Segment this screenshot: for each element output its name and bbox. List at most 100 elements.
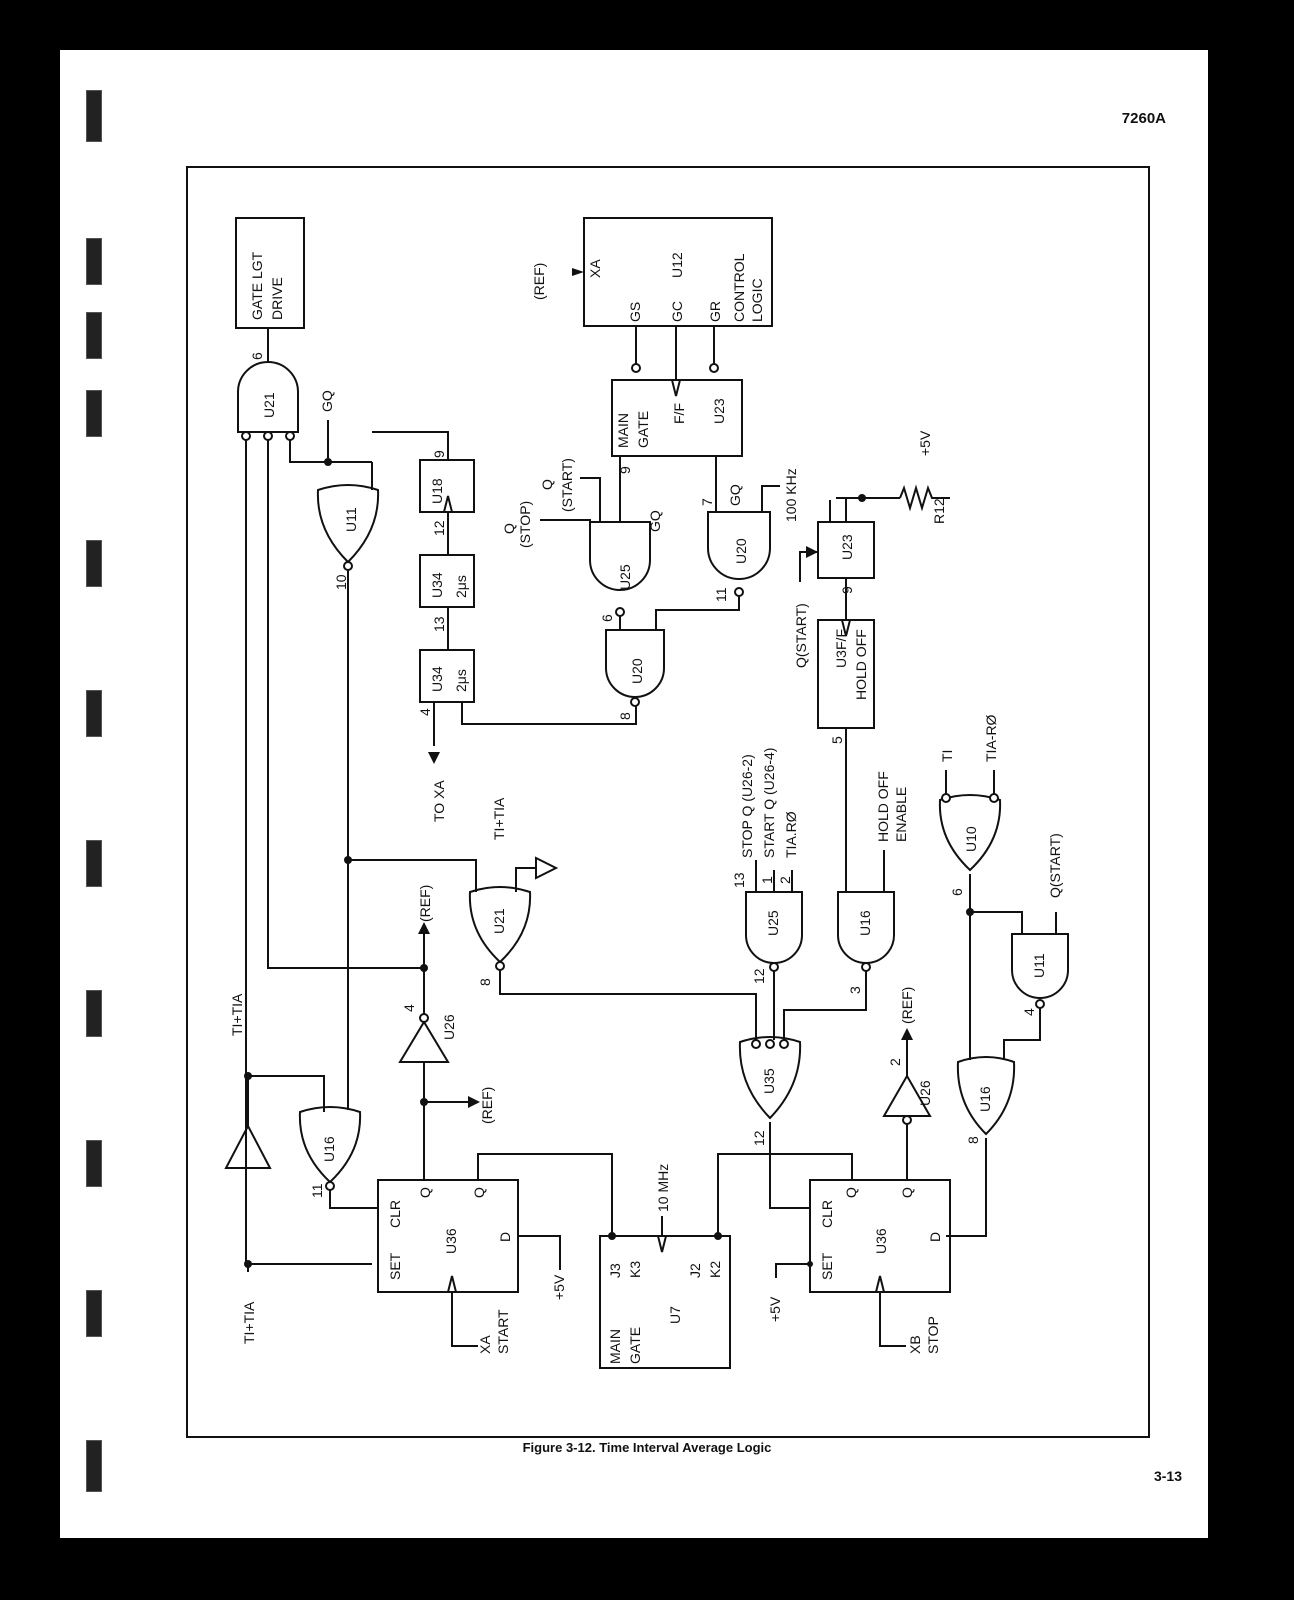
u25-top-q-start-2: (START) [559, 458, 575, 512]
u25-mid-pin1: 1 [759, 876, 775, 884]
u36-b-clr: CLR [819, 1200, 835, 1228]
u36-b-q: Q [843, 1187, 859, 1198]
u18-name: U18 [429, 478, 445, 504]
wire-xb-stop [879, 1292, 906, 1347]
u7-line-2: GATE [627, 1327, 643, 1364]
wire-u16-u35 [783, 971, 867, 1040]
to-xa-label: TO XA [431, 780, 447, 822]
u20-b-and-gate [707, 511, 771, 580]
gate-lgt-drive-box [235, 217, 305, 329]
gate-lgt-drive-label-1: GATE LGT [249, 251, 265, 320]
wire-u35-clr [769, 1122, 810, 1209]
u16-right-name: U16 [977, 1086, 993, 1112]
u21-mid-name: U21 [491, 908, 507, 934]
wire-5v-d [518, 1235, 561, 1270]
u21-top-and-gate [237, 361, 299, 433]
u20-b-name: U20 [733, 538, 749, 564]
u25-mid-input-2: START Q (U26-4) [761, 748, 777, 858]
binder-hole [86, 1140, 102, 1187]
u7-line-1: MAIN [607, 1329, 623, 1364]
u16-mid-pin3: 3 [847, 986, 863, 994]
u26-b-name: U26 [917, 1080, 933, 1106]
u12-name: U12 [669, 252, 685, 278]
u12-gc: GC [669, 301, 685, 322]
u36-b-xb-stop-2: STOP [925, 1316, 941, 1354]
wire-5v-set [775, 1263, 810, 1278]
gate-lgt-drive-label-2: DRIVE [269, 277, 285, 320]
u10-pin6: 6 [949, 888, 965, 896]
u3-hold-off: HOLD OFF [853, 629, 869, 700]
u11-right-pin4: 4 [1021, 1008, 1037, 1016]
u36-a-qbar: Q [471, 1187, 487, 1198]
wire-u21mid-out [515, 867, 536, 892]
binder-hole [86, 312, 102, 359]
u21-top-name: U21 [261, 392, 277, 418]
resistor-r12 [899, 484, 950, 512]
u23-main-name: U23 [711, 398, 727, 424]
wire-u34b-u20a [461, 702, 637, 725]
u25-top-name: U25 [617, 564, 633, 590]
u3-ff: F/F [833, 629, 849, 650]
clock-mark [841, 619, 851, 637]
u20-b-clock: 100 KHz [783, 468, 799, 522]
u23-hold-name: U23 [839, 534, 855, 560]
arrow-q-start [806, 546, 818, 558]
wire-100khz [761, 485, 780, 512]
u16-left-name: U16 [321, 1136, 337, 1162]
u25-mid-pin13: 13 [731, 872, 747, 888]
binder-hole [86, 990, 102, 1037]
u21-mid-pin8: 8 [477, 978, 493, 986]
u34-a-delay: 2μs [453, 575, 469, 598]
u16-mid-enable-2: ENABLE [893, 787, 909, 842]
wire-u36a-qbar-u7 [477, 1153, 613, 1236]
u26-b-pin2: 2 [887, 1058, 903, 1066]
u25-top-and-gate [589, 521, 651, 591]
u21-top-pin6: 6 [249, 352, 265, 360]
ti-tia-input-label: TI+TIA [241, 1301, 257, 1344]
u7-clock: 10 MHz [655, 1164, 671, 1212]
u10-ti: TI [939, 750, 955, 762]
arrow-ref-up [418, 922, 430, 934]
u34-a-name: U34 [429, 572, 445, 598]
u12-gs: GS [627, 302, 643, 322]
u26-a-pin4: 4 [401, 1004, 417, 1012]
u36-b-set: SET [819, 1252, 835, 1280]
wire-u21mid-u35 [499, 970, 757, 1040]
wire-u10-u11 [970, 911, 1023, 934]
model-number: 7260A [1121, 110, 1166, 127]
wire-u16-d [950, 1138, 987, 1237]
arrow-xa [572, 268, 584, 276]
u34-b-pin4: 4 [417, 708, 433, 716]
u3-pin5: 5 [829, 736, 845, 744]
u25-mid-pin12: 12 [751, 968, 767, 984]
u25-mid-input-3: TIA.RØ [783, 811, 799, 858]
u34-b-name: U34 [429, 666, 445, 692]
u25-mid-name: U25 [765, 910, 781, 936]
u36-b-qbar: Q [899, 1187, 915, 1198]
clock-mark [671, 379, 681, 397]
u12-logic-line-2: LOGIC [749, 278, 765, 322]
wire-q-stop [540, 519, 591, 540]
binder-hole [86, 390, 102, 437]
u12-gr: GR [707, 301, 723, 322]
buffer-small [535, 856, 559, 880]
u11-top-name: U11 [343, 507, 359, 532]
binder-hole [86, 1440, 102, 1492]
figure-frame [186, 166, 1150, 1438]
u16-left-ti-tia-bar: TI+TIA [229, 993, 245, 1036]
u20-a-and-gate [605, 629, 665, 698]
wire-to-u21-mid [348, 859, 477, 892]
wire-u20b-u20a [655, 596, 740, 630]
manual-page [60, 50, 1208, 1538]
u26-a-name: U26 [441, 1014, 457, 1040]
u25-mid-input-1: STOP Q (U26-2) [739, 754, 755, 858]
page-number: 3-13 [1153, 1468, 1182, 1484]
wire-xa-start [451, 1292, 478, 1347]
u16-left-pin11: 11 [309, 1183, 325, 1198]
u36-a-xa-start-2: START [495, 1309, 511, 1354]
binder-hole [86, 840, 102, 887]
u21-mid-or-gate [468, 886, 532, 964]
u21-mid-ti-tia: TI+TIA [491, 797, 507, 840]
u12-ref-label: (REF) [531, 263, 547, 300]
